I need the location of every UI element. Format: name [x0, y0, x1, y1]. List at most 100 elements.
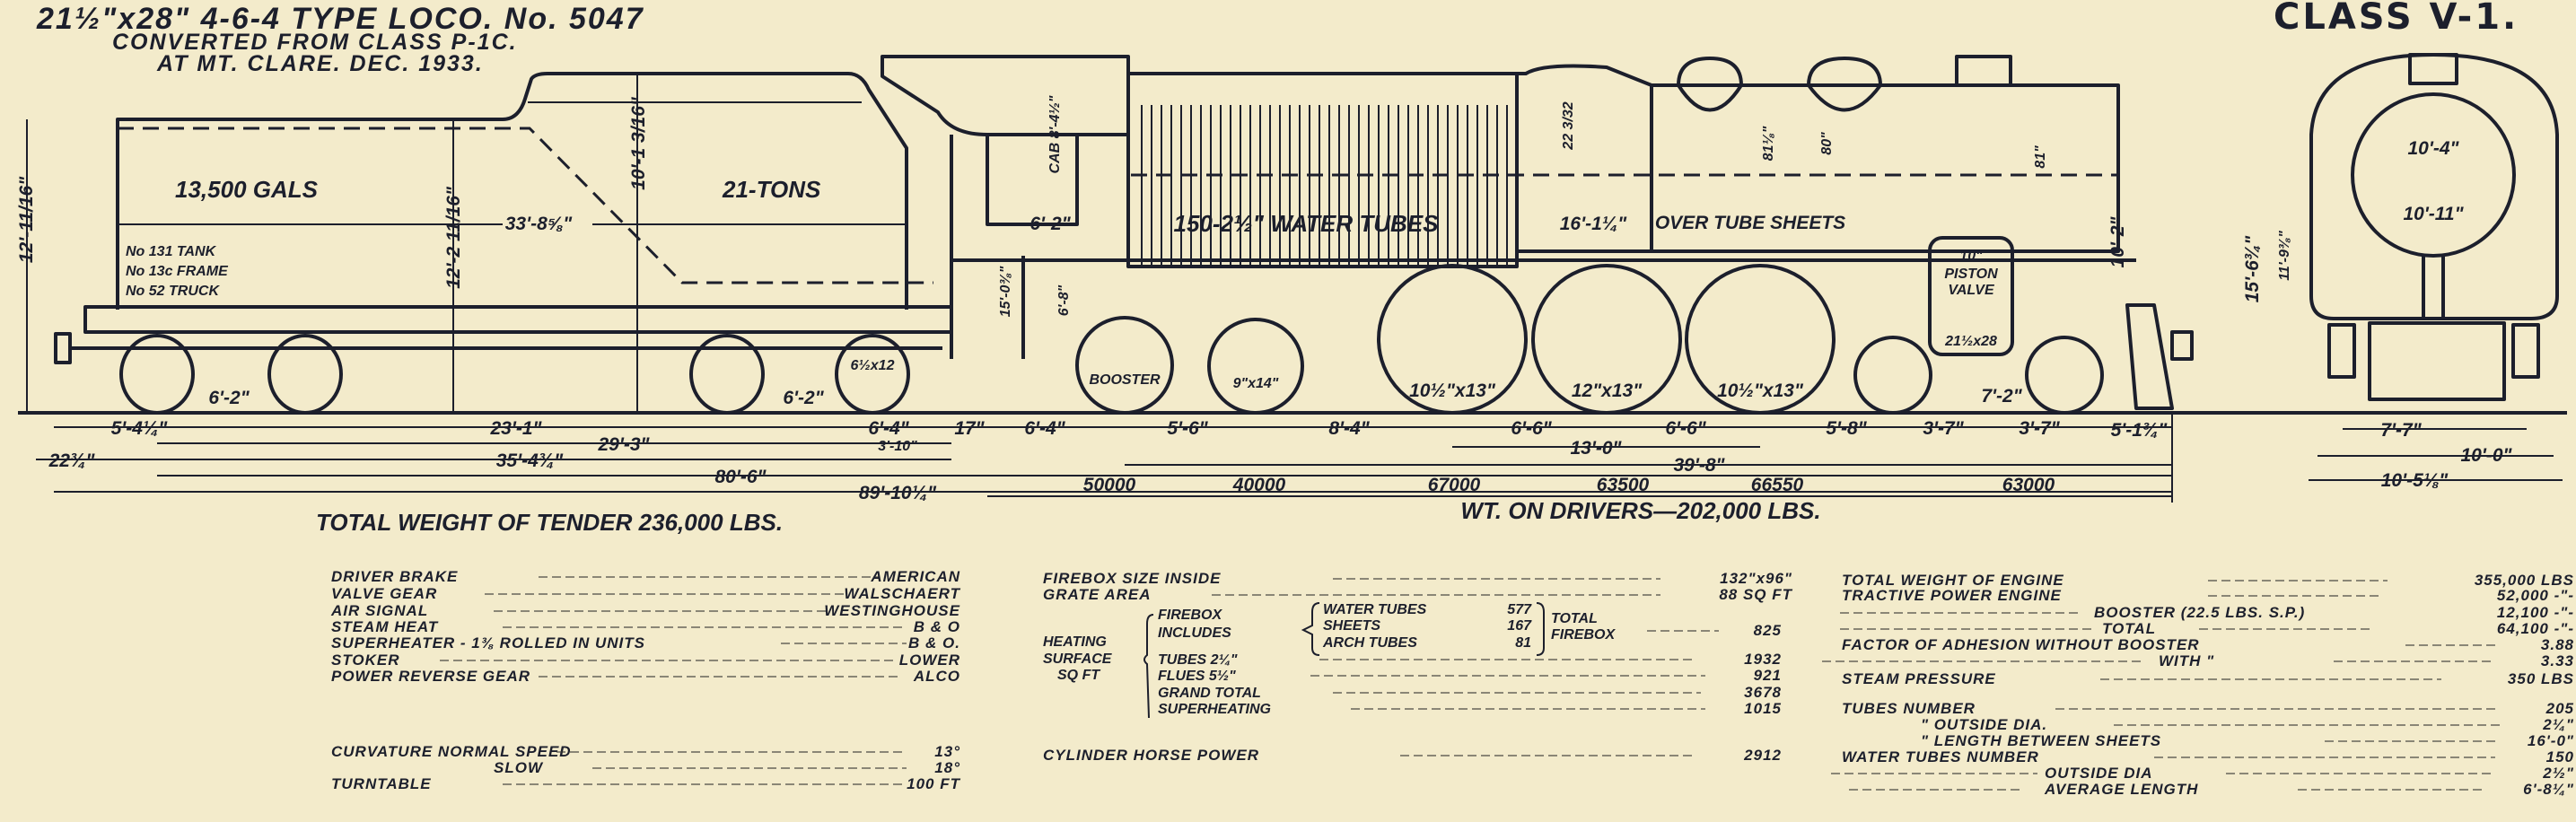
steam-dome: [1807, 57, 1882, 112]
spec-value: 355,000 LBS: [2475, 572, 2574, 589]
spec-label: TUBES NUMBER: [1842, 700, 1976, 717]
cab-side: [950, 135, 1025, 359]
dim-label: 33'-8⅝": [505, 214, 574, 234]
tender-tank-number: No 131 TANK: [126, 244, 217, 259]
dim-label: 15'-0⅜": [998, 266, 1013, 317]
pilot-wheel: [1853, 336, 1932, 415]
trailing-wheel: [1207, 318, 1304, 415]
spec-label: TOTAL: [1551, 611, 1598, 626]
tender-wheel-size: 6½x12: [851, 358, 895, 373]
dim-label: 89'-10¼": [859, 483, 937, 503]
dim-label: 7'-2": [1981, 386, 2022, 407]
spec-value: 825: [1754, 622, 1782, 639]
spec-label: AVERAGE LENGTH: [2044, 781, 2198, 798]
dim-label: 10'-5⅛": [2381, 470, 2449, 491]
spec-row: STEAM PRESSURE 350 LBS: [1842, 670, 2574, 687]
axle-weight: 63000: [2002, 475, 2055, 495]
spec-value: 18°: [934, 759, 960, 776]
spec-label: SLOW: [494, 759, 544, 776]
spec-row: " OUTSIDE DIA. 2¼": [1921, 716, 2574, 733]
spec-value: 2¼": [2542, 716, 2574, 733]
dim-label: 6'-4": [1024, 418, 1065, 439]
dim-label: 5'-1¾": [2111, 420, 2169, 441]
spec-label: WATER TUBES NUMBER: [1842, 748, 2039, 765]
dim-label: 6'-4": [868, 418, 909, 439]
tender-coal-capacity: 21-TONS: [722, 176, 821, 203]
front-boiler: [2351, 92, 2516, 258]
tender-wheel: [267, 334, 343, 415]
spec-label: TRACTIVE POWER ENGINE: [1842, 587, 2062, 604]
spec-value: 2½": [2542, 765, 2574, 782]
spec-row: SLOW 18°: [494, 759, 960, 776]
spec-value: WESTINGHOUSE: [824, 602, 960, 619]
dim-label: 80": [1819, 132, 1835, 155]
spec-value: 3.33: [2541, 652, 2574, 669]
sand-dome: [1677, 57, 1743, 112]
cylinder-size: 21½x28: [1944, 334, 1997, 349]
over-tube-sheets-label: OVER TUBE SHEETS: [1655, 213, 1845, 233]
dim-label: 35'-4¾": [496, 450, 565, 471]
heating-surface-label: SQ FT: [1057, 668, 1100, 683]
front-coupler: [2170, 330, 2194, 361]
dim-label: 5'-4¼": [111, 418, 169, 439]
spec-label: POWER REVERSE GEAR: [331, 668, 530, 685]
horizontal-dimension-labels: 5'-4¼" 23'-1" 6'-4" 17" 6'-4" 5'-6" 8'-4…: [48, 214, 2513, 503]
spec-value: 150: [2546, 748, 2574, 765]
spec-value: B & O: [914, 618, 960, 635]
driving-wheel: [1685, 264, 1836, 415]
tender-body-outline: [116, 72, 908, 310]
title-line-2: CONVERTED FROM CLASS P-1C.: [112, 30, 518, 55]
axle-weight: 40000: [1232, 475, 1286, 495]
brace: [1301, 602, 1320, 656]
spec-value: 350 LBS: [2508, 670, 2574, 687]
spec-label: SUPERHEATING: [1158, 702, 1271, 717]
dimension-lines: [36, 413, 2173, 503]
spec-label: STEAM HEAT: [331, 618, 439, 635]
cylinder-piston-valve: [1928, 236, 2014, 356]
dim-label: 6'-8": [1056, 284, 1072, 316]
spec-label: CURVATURE NORMAL SPEED: [331, 743, 572, 760]
spec-label: " OUTSIDE DIA.: [1921, 716, 2047, 733]
spec-value: 52,000 -"-: [2497, 587, 2574, 604]
brace: [1143, 614, 1154, 719]
booster-wheel: [1075, 316, 1174, 415]
dim-label: 16'-1¼": [1560, 214, 1628, 234]
tender-wheel: [835, 334, 910, 415]
water-tubes: [1141, 105, 1508, 266]
axle-weight: 67000: [1428, 475, 1481, 495]
tender-buffer: [54, 332, 72, 364]
spec-row: WITH "3.33: [1822, 652, 2574, 669]
spec-label: TURNTABLE: [331, 775, 432, 792]
cab-window: [986, 133, 1079, 226]
driver-1-label: 10½"x13": [1409, 380, 1496, 401]
dim-label: 13'-0": [1571, 438, 1623, 459]
spec-label: " LENGTH BETWEEN SHEETS: [1921, 732, 2161, 749]
brace: [1536, 602, 1545, 656]
driving-wheel: [1377, 264, 1528, 415]
spec-value: 1015: [1744, 700, 1782, 717]
spec-label: STEAM PRESSURE: [1842, 670, 1996, 687]
spec-row: BOOSTER (22.5 LBS. S.P.)12,100 -"-: [1840, 604, 2573, 621]
spec-value: 3.88: [2541, 636, 2574, 653]
dim-label: 23'-1": [490, 418, 543, 439]
spec-label: FIREBOX: [1551, 627, 1616, 643]
dim-label: 10'-2": [2107, 215, 2128, 267]
class-label: CLASS V-1.: [2274, 0, 2519, 38]
vertical-dimension-labels: 12'-11/16" 12'-2 11/16" 10'-1 3/16" CAB …: [16, 95, 2292, 317]
tender-wheel: [689, 334, 765, 415]
spec-label: GRAND TOTAL: [1158, 686, 1261, 701]
tender-total-weight: TOTAL WEIGHT OF TENDER 236,000 LBS.: [316, 509, 783, 536]
piston-valve-label: PISTON: [1944, 267, 1998, 282]
spec-label: DRIVER BRAKE: [331, 568, 458, 585]
